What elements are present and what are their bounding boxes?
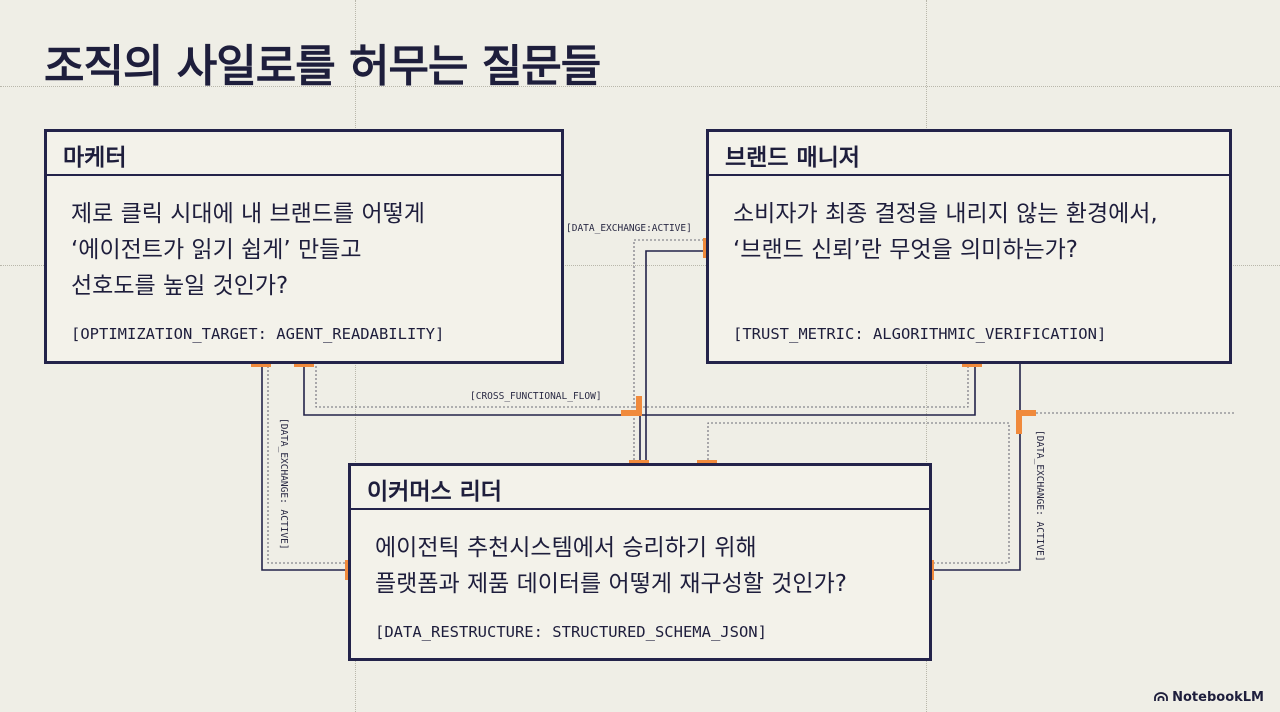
elbow-marker: [636, 396, 642, 416]
guide-line: [0, 86, 1280, 87]
question-line: 에이전틱 추천시스템에서 승리하기 위해: [375, 535, 757, 561]
question-line: 선호도를 높일 것인가?: [71, 273, 289, 299]
notebooklm-logo-icon: [1154, 692, 1169, 701]
connector-solid-top: [645, 250, 707, 464]
card-tag: [TRUST_METRIC: ALGORITHMIC_VERIFICATION]: [733, 325, 1107, 343]
elbow-marker: [1016, 410, 1022, 434]
connector-solid-left: [261, 362, 349, 571]
port-marker: [251, 361, 271, 367]
card-heading: 브랜드 매니저: [709, 132, 1229, 176]
card-question: 제로 클릭 시대에 내 브랜드를 어떻게 ‘에이전트가 읽기 쉽게’ 만들고 선…: [71, 196, 551, 304]
card-heading: 이커머스 리더: [351, 466, 929, 510]
cross-functional-flow-label: [CROSS_FUNCTIONAL_FLOW]: [470, 391, 602, 402]
card-tag: [DATA_RESTRUCTURE: STRUCTURED_SCHEMA_JSO…: [375, 623, 767, 641]
data-exchange-label-right: [DATA_EXCHANGE: ACTIVE]: [1034, 430, 1045, 562]
connector-dotted-top: [633, 239, 707, 464]
card-question: 소비자가 최종 결정을 내리지 않는 환경에서, ‘브랜드 신뢰’란 무엇을 의…: [733, 196, 1219, 268]
question-line: 소비자가 최종 결정을 내리지 않는 환경에서,: [733, 201, 1158, 227]
question-line: 제로 클릭 시대에 내 브랜드를 어떻게: [71, 201, 425, 227]
guide-line: [0, 265, 1280, 266]
card-marketer: 마케터 제로 클릭 시대에 내 브랜드를 어떻게 ‘에이전트가 읽기 쉽게’ 만…: [44, 129, 564, 364]
card-brand-manager: 브랜드 매니저 소비자가 최종 결정을 내리지 않는 환경에서, ‘브랜드 신뢰…: [706, 129, 1232, 364]
elbow-marker: [621, 410, 641, 416]
connector-dotted-lower: [707, 422, 1010, 564]
connector-dotted-left: [267, 362, 349, 564]
port-marker: [962, 361, 982, 367]
question-line: ‘에이전트가 읽기 쉽게’ 만들고: [71, 237, 362, 263]
card-heading: 마케터: [47, 132, 561, 176]
card-tag: [OPTIMIZATION_TARGET: AGENT_READABILITY]: [71, 325, 445, 343]
data-exchange-label-left: [DATA_EXCHANGE: ACTIVE]: [278, 418, 289, 550]
data-exchange-label-top: [DATA_EXCHANGE:ACTIVE]: [566, 223, 692, 234]
elbow-marker: [1016, 410, 1036, 416]
card-question: 에이전틱 추천시스템에서 승리하기 위해 플랫폼과 제품 데이터를 어떻게 재구…: [375, 530, 919, 602]
port-marker: [294, 361, 314, 367]
question-line: ‘브랜드 신뢰’란 무엇을 의미하는가?: [733, 237, 1079, 263]
slide-title: 조직의 사일로를 허무는 질문들: [44, 41, 601, 92]
brand-watermark: NotebookLM: [1154, 690, 1264, 705]
card-ecommerce-leader: 이커머스 리더 에이전틱 추천시스템에서 승리하기 위해 플랫폼과 제품 데이터…: [348, 463, 932, 661]
brand-name: NotebookLM: [1172, 690, 1264, 705]
question-line: 플랫폼과 제품 데이터를 어떻게 재구성할 것인가?: [375, 571, 847, 597]
